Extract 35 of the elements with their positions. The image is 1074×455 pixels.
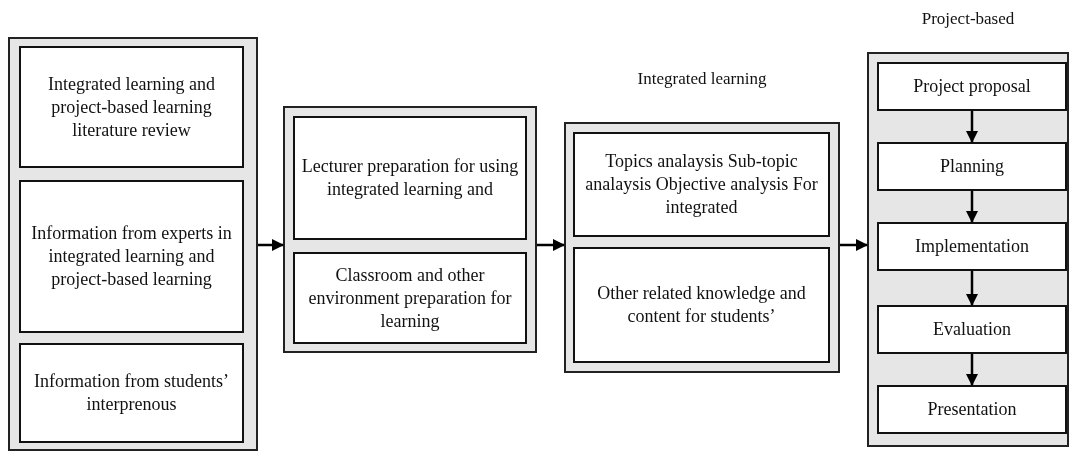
box-text: Lecturer preparation for using integrated learning and xyxy=(300,155,520,201)
box-text: Presentation xyxy=(927,398,1017,421)
box-text: Classroom and other environment preparation for learning xyxy=(307,263,513,333)
process-box xyxy=(877,385,1067,434)
process-box xyxy=(877,142,1067,191)
box-text: Other related knowledge and content for students’ xyxy=(596,282,807,328)
arrow xyxy=(966,354,978,386)
process-box xyxy=(19,343,244,443)
box-text: Evaluation xyxy=(933,318,1011,341)
box-text: Implementation xyxy=(915,235,1029,258)
process-box xyxy=(573,247,830,363)
group-panel xyxy=(8,37,258,451)
arrow xyxy=(258,239,284,251)
process-box xyxy=(573,132,830,237)
box-text: Planning xyxy=(940,155,1004,178)
process-box xyxy=(293,252,527,344)
process-box xyxy=(293,116,527,240)
box-text: Project proposal xyxy=(913,75,1031,98)
box-text: Integrated learning and project-based learning literature review xyxy=(47,72,216,142)
arrow xyxy=(966,191,978,223)
group-panel xyxy=(283,106,537,353)
process-box xyxy=(19,180,244,333)
arrow xyxy=(966,111,978,143)
arrow xyxy=(537,239,565,251)
process-box xyxy=(877,62,1067,111)
arrow xyxy=(840,239,868,251)
panel-heading: Project-based xyxy=(920,8,1016,30)
box-text: Information from students’ interprenous xyxy=(33,370,230,416)
arrow xyxy=(966,271,978,306)
process-box xyxy=(877,305,1067,354)
box-text: Topics analaysis Sub-topic analaysis Objective analysis For integrated xyxy=(584,150,819,219)
process-box xyxy=(19,46,244,168)
process-box xyxy=(877,222,1067,271)
panel-heading: Integrated learning xyxy=(636,68,768,90)
box-text: Information from experts in integrated learning and project-based learning xyxy=(30,222,233,291)
